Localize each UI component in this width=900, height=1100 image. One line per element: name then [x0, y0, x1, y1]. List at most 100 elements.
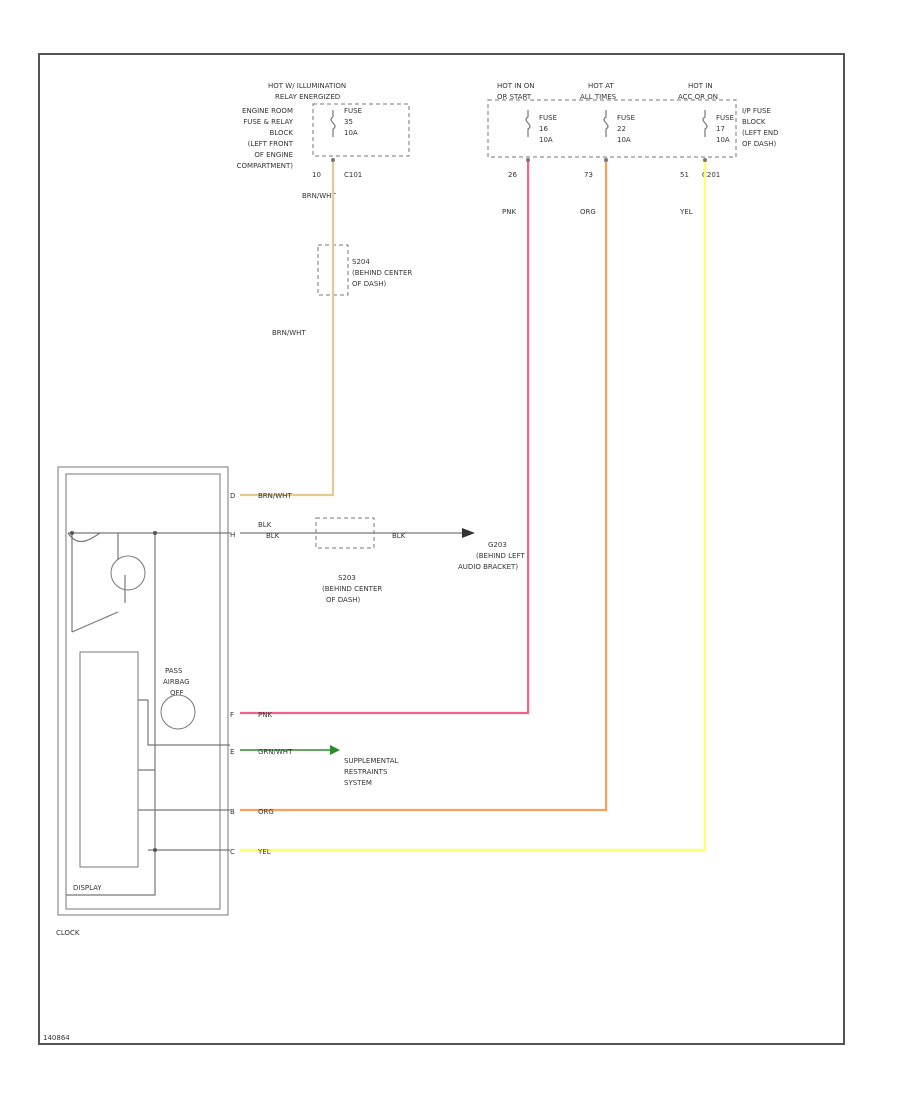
- clock-outline: [57, 466, 229, 916]
- illum-fuse-header-1: HOT W/ ILLUMINATION: [268, 82, 346, 90]
- clock-pin-wire: PNK: [258, 711, 272, 719]
- splice-dot: [331, 158, 335, 162]
- clock-splice-wire: BLK: [266, 532, 280, 540]
- splice-s204-loc: (BEHIND CENTER: [352, 269, 412, 277]
- fuse-icon: [603, 110, 609, 137]
- ip-block-loc: (LEFT END: [742, 129, 779, 137]
- illum-loc-line: FUSE & RELAY: [243, 118, 294, 126]
- wire-pnk: [240, 160, 530, 715]
- fuse17-pin: 51: [680, 171, 689, 179]
- fuse17-rating: 10A: [716, 136, 730, 144]
- illum-loc-line: OF ENGINE: [254, 151, 293, 159]
- fuse22-wire-label: ORG: [580, 208, 596, 216]
- fuse16-rating: 10A: [539, 136, 553, 144]
- clock-pin-num: H: [230, 531, 235, 539]
- splice-s203-outline: [315, 517, 375, 549]
- clock-pin-wire: YEL: [257, 848, 271, 856]
- fuse16-label: FUSE: [539, 114, 557, 122]
- splice-s204-id: S204: [352, 258, 370, 266]
- illum-loc-line: ENGINE ROOM: [242, 107, 293, 115]
- fuse17-header-1: HOT IN: [688, 82, 713, 90]
- clock-motor-icon: [110, 555, 146, 591]
- splice-s203-loc: (BEHIND CENTER: [322, 585, 382, 593]
- ip-block-loc: OF DASH): [742, 140, 777, 148]
- fuse17-label: FUSE: [716, 114, 734, 122]
- fuse16-header-2: OR START: [497, 93, 532, 101]
- illum-loc-line: COMPARTMENT): [237, 162, 294, 170]
- fuse22-number: 22: [617, 125, 626, 133]
- clock-pin-num: F: [230, 711, 234, 719]
- ground-g203-loc: (BEHIND LEFT: [476, 552, 525, 560]
- fuse17-header-2: ACC OR ON: [678, 93, 718, 101]
- clock-pin-num: E: [230, 748, 234, 756]
- ground-g203-id: G203: [488, 541, 507, 549]
- display-outline: [79, 651, 139, 868]
- illum-location-text: ENGINE ROOM FUSE & RELAY BLOCK (LEFT FRO…: [237, 107, 294, 170]
- illum-fuse-block-outline: [312, 103, 410, 157]
- srs-label: SYSTEM: [344, 779, 372, 787]
- fuse-icon: [702, 110, 708, 137]
- fuse-icon: [330, 110, 336, 137]
- splice-dot: [604, 158, 608, 162]
- ground-arrow-icon: [462, 528, 475, 538]
- fuse22-header-1: HOT AT: [588, 82, 615, 90]
- splice-dot: [526, 158, 530, 162]
- lamp-label: OFF: [170, 689, 184, 697]
- srs-label: SUPPLEMENTAL: [344, 757, 399, 765]
- splice-s204-wire: BRN/WHT: [272, 329, 306, 337]
- fuse22-rating: 10A: [617, 136, 631, 144]
- ip-fuse-block-outline: [487, 99, 737, 158]
- g203-blk-label: BLK: [392, 532, 406, 540]
- lamp-label: PASS: [165, 667, 183, 675]
- fuse17-wire-label: YEL: [679, 208, 693, 216]
- illum-fuse-label: FUSE: [344, 107, 362, 115]
- splice-dot: [153, 531, 157, 535]
- clock-label: CLOCK: [56, 929, 80, 937]
- lamp-label: AIRBAG: [163, 678, 190, 686]
- wire-org: [240, 160, 608, 812]
- wire-brnwht: [240, 160, 335, 497]
- clock-pin-num: C: [230, 848, 235, 856]
- fuse17-number: 17: [716, 125, 725, 133]
- clock-inner-outline: [65, 473, 221, 910]
- display-label: DISPLAY: [73, 884, 102, 892]
- splice-dot: [153, 848, 157, 852]
- clock-internal-wiring: [66, 532, 230, 896]
- clock-pin-num: D: [230, 492, 235, 500]
- splice-dot: [70, 531, 74, 535]
- ip-block-loc: BLOCK: [742, 118, 766, 126]
- ground-g203-loc: AUDIO BRACKET): [458, 563, 518, 571]
- srs-label: RESTRAINTS: [344, 768, 388, 776]
- ip-block-loc: I/P FUSE: [742, 107, 771, 115]
- fuse22-label: FUSE: [617, 114, 635, 122]
- illum-fuse-number: 35: [344, 118, 353, 126]
- footer-code: 140864: [43, 1034, 70, 1042]
- illum-fuse-header-2: RELAY ENERGIZED: [275, 93, 340, 101]
- fuse22-pin: 73: [584, 171, 593, 179]
- fuse17-connector: C201: [702, 171, 720, 179]
- clock-pin-wire: BRN/WHT: [258, 492, 292, 500]
- splice-s203-loc: OF DASH): [326, 596, 361, 604]
- illum-wire-label: BRN/WHT: [302, 192, 336, 200]
- fuse16-pin: 26: [508, 171, 517, 179]
- diagram-frame: [38, 53, 845, 1045]
- clock-pin-num: B: [230, 808, 235, 816]
- illum-loc-line: (LEFT FRONT: [248, 140, 294, 148]
- clock-pin-wire: BLK: [258, 521, 272, 529]
- illum-connector: C101: [344, 171, 362, 179]
- illum-fuse-rating: 10A: [344, 129, 358, 137]
- splice-s204-loc: OF DASH): [352, 280, 387, 288]
- wire-yel: [240, 160, 707, 852]
- airbag-lamp-icon: [160, 694, 196, 730]
- splice-dot: [703, 158, 707, 162]
- arrow-icon: [330, 745, 340, 755]
- fuse-icon: [525, 110, 531, 137]
- splice-s203-id: S203: [338, 574, 356, 582]
- fuse16-number: 16: [539, 125, 548, 133]
- clock-pin-wire: ORG: [258, 808, 274, 816]
- clock-pin-wire: GRN/WHT: [258, 748, 293, 756]
- fuse16-wire-label: PNK: [502, 208, 516, 216]
- fuse22-header-2: ALL TIMES: [580, 93, 617, 101]
- illum-loc-line: BLOCK: [270, 129, 294, 137]
